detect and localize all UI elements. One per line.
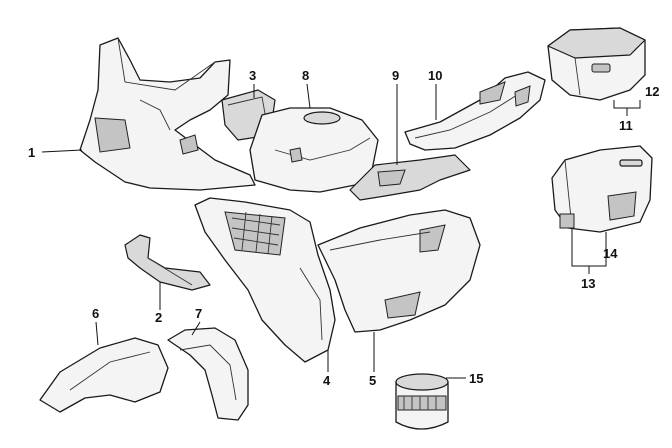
leader-lines (41, 83, 641, 379)
callout-2: 2 (155, 310, 162, 325)
leader-11-12 (613, 100, 641, 109)
part-6-front-fender (39, 337, 169, 413)
callout-8: 8 (302, 68, 309, 83)
callout-4: 4 (323, 373, 331, 388)
callout-1: 1 (28, 145, 35, 160)
part-8-fuel-tank (249, 107, 379, 193)
callout-15: 15 (469, 371, 483, 386)
part-1-fairing-upper (79, 37, 256, 191)
callout-3: 3 (249, 68, 256, 83)
callout-10: 10 (428, 68, 442, 83)
callout-5: 5 (369, 373, 376, 388)
leader-6 (95, 321, 99, 346)
part-15-paint-can (395, 373, 449, 430)
part-7-inner-fender (167, 327, 249, 421)
leader-13-14 (571, 228, 607, 267)
leader-1 (41, 149, 83, 153)
part-11-12-top-case (547, 27, 646, 101)
part-2-small-bracket (124, 234, 211, 291)
callout-13: 13 (581, 276, 595, 291)
part-13-14-pannier (551, 145, 653, 233)
callout-7: 7 (195, 306, 202, 321)
callout-11: 11 (619, 118, 633, 133)
part-4-lower-inner-fairing (194, 197, 336, 363)
leader-8 (306, 83, 311, 109)
leader-7 (191, 321, 201, 336)
callout-12: 12 (645, 84, 659, 99)
part-5-side-fairing (317, 209, 481, 333)
callout-labels: 1 2 3 4 5 6 7 8 9 10 11 12 13 14 15 (28, 68, 659, 388)
part-10-seat (404, 71, 546, 151)
callout-9: 9 (392, 68, 399, 83)
callout-6: 6 (92, 306, 99, 321)
callout-14: 14 (603, 246, 618, 261)
